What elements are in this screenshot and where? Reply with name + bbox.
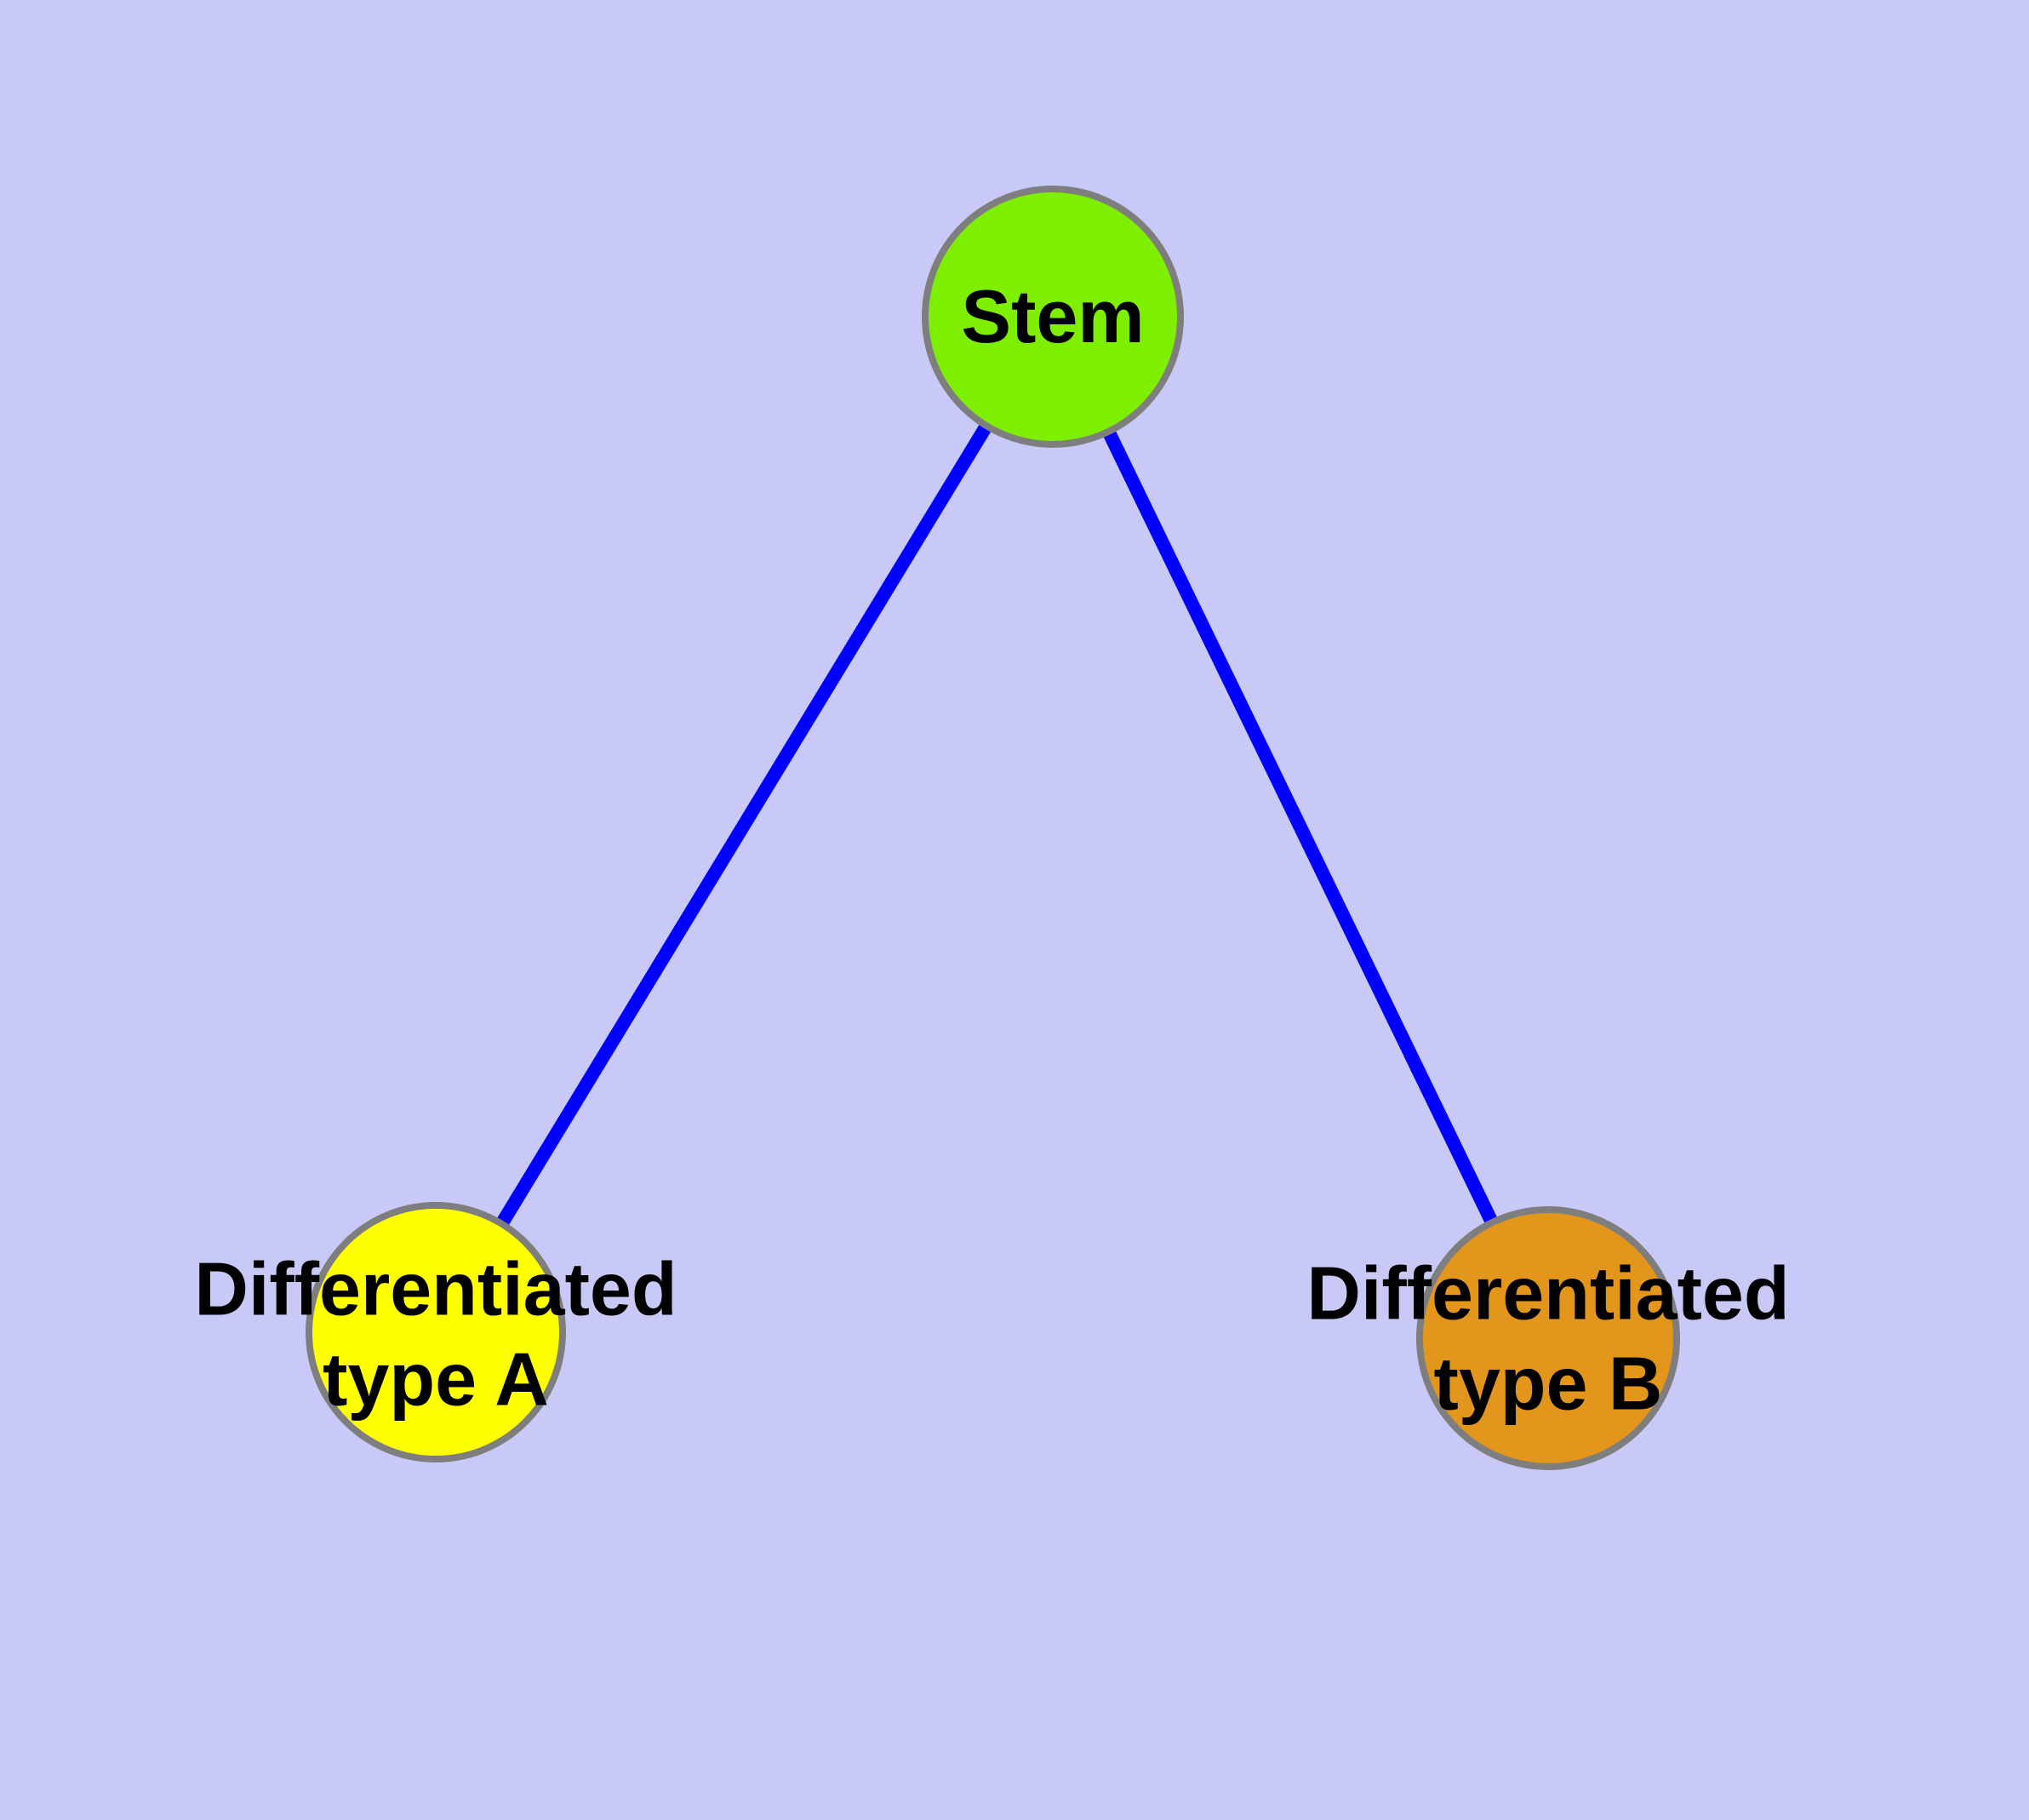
type-b-node-label: Differentiated type B bbox=[1306, 1248, 1789, 1428]
type-a-node-circle bbox=[306, 1202, 566, 1462]
stem-node-label-text: Stem bbox=[961, 274, 1145, 359]
type-b-node-circle bbox=[1416, 1206, 1680, 1470]
edge-stem-to-type-a bbox=[430, 312, 1059, 1336]
stem-node-circle bbox=[922, 186, 1184, 448]
type-a-node-label: Differentiated type A bbox=[194, 1244, 677, 1423]
type-a-node-label-line1: Differentiated bbox=[194, 1246, 677, 1331]
edge-stem-to-type-b bbox=[1046, 313, 1555, 1342]
type-b-node-label-line1: Differentiated bbox=[1306, 1251, 1790, 1336]
type-b-node-label-line2: type B bbox=[1433, 1341, 1663, 1425]
type-a-node-label-line2: type A bbox=[323, 1336, 549, 1421]
stem-node-label: Stem bbox=[961, 272, 1144, 362]
